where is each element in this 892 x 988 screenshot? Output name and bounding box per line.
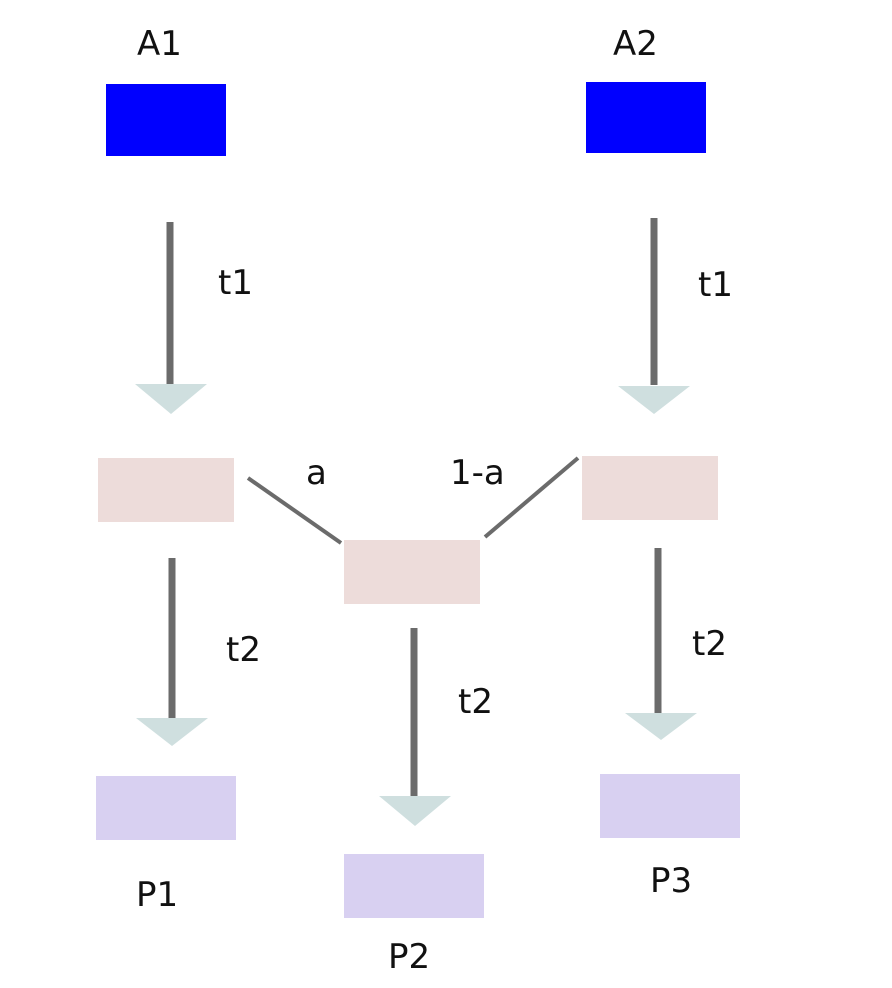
connector-a bbox=[246, 476, 343, 545]
edge-label-t1-left: t1 bbox=[218, 263, 253, 303]
node-p1-label: P1 bbox=[136, 875, 179, 915]
edge-label-1-a: 1-a bbox=[450, 453, 505, 493]
node-p2-box bbox=[344, 854, 484, 918]
node-p1-box bbox=[96, 776, 236, 840]
edge-label-t2-left: t2 bbox=[226, 630, 261, 670]
edge-label-t1-right: t1 bbox=[698, 265, 733, 305]
node-a2-box bbox=[586, 82, 706, 153]
node-mid-center-box bbox=[344, 540, 480, 604]
arrowhead-down-icon bbox=[379, 796, 451, 826]
node-p3-box bbox=[600, 774, 740, 838]
arrowhead-down-icon bbox=[135, 384, 207, 414]
node-a1-label: A1 bbox=[137, 24, 182, 64]
edge-label-t2-right: t2 bbox=[692, 624, 727, 664]
node-mid-left-box bbox=[98, 458, 234, 522]
edge-label-a: a bbox=[306, 453, 327, 493]
node-p3-label: P3 bbox=[650, 861, 693, 901]
node-a2-label: A2 bbox=[613, 24, 658, 64]
edge-label-t2-center: t2 bbox=[458, 682, 493, 722]
node-a1-box bbox=[106, 84, 226, 156]
arrowhead-down-icon bbox=[618, 386, 690, 414]
arrowhead-down-icon bbox=[136, 718, 208, 746]
node-mid-right-box bbox=[582, 456, 718, 520]
connector-1-a bbox=[483, 456, 580, 539]
arrowhead-down-icon bbox=[625, 713, 697, 740]
node-p2-label: P2 bbox=[388, 937, 431, 977]
